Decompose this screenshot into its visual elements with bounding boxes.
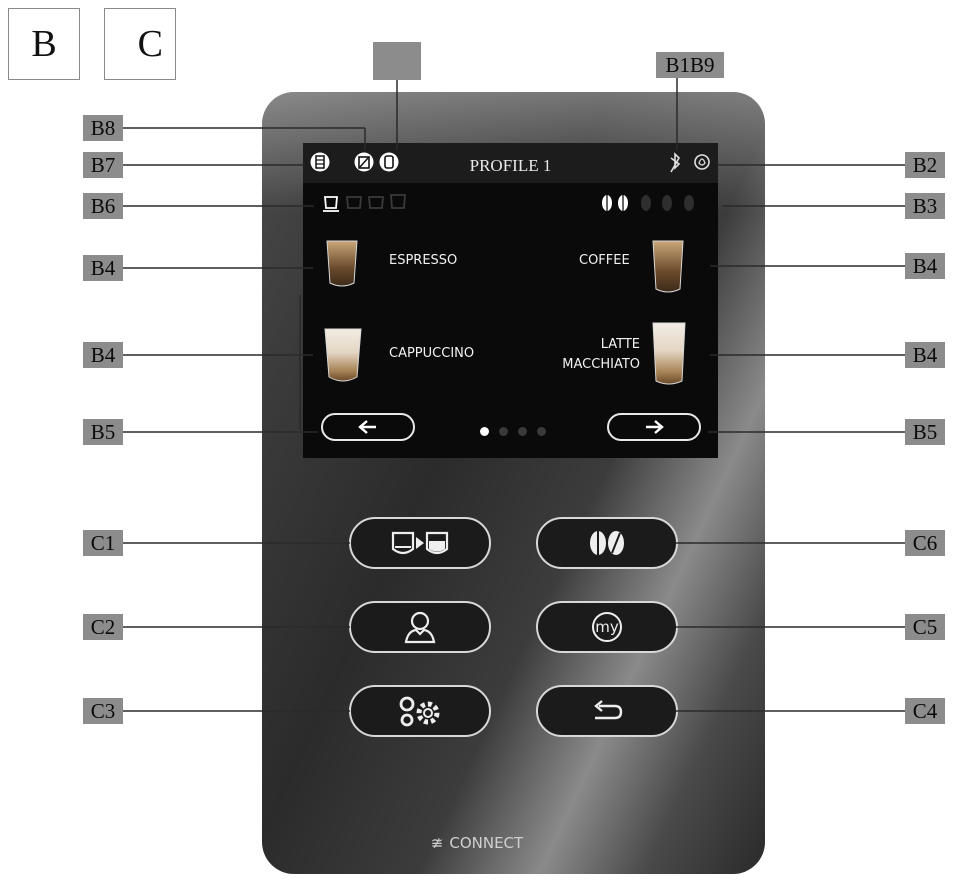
callout-c6: C6 — [905, 530, 945, 556]
drip-tray-icon — [354, 152, 374, 172]
callout-b3: B3 — [905, 193, 945, 219]
callout-c2: C2 — [83, 614, 123, 640]
callout-b4-left-bottom: B4 — [83, 342, 123, 368]
callout-b1b9: B1B9 — [656, 52, 724, 78]
legend-c-label: C — [137, 23, 163, 65]
callout-c5: C5 — [905, 614, 945, 640]
unlabeled-callout-box — [373, 42, 421, 80]
settings-button[interactable] — [349, 685, 491, 737]
display-screen: PROFILE 1 — [303, 143, 718, 458]
espresso-glass-icon[interactable] — [326, 240, 358, 287]
status-bar: PROFILE 1 — [303, 143, 718, 183]
callout-b6: B6 — [83, 193, 123, 219]
aroma-button[interactable] — [536, 517, 678, 569]
legend-c-box: C — [104, 8, 176, 80]
callout-c1: C1 — [83, 530, 123, 556]
cup-size-2-icon[interactable] — [346, 196, 362, 209]
callout-c3: C3 — [83, 698, 123, 724]
callout-b2: B2 — [905, 152, 945, 178]
callout-b8: B8 — [83, 115, 123, 141]
grounds-container-icon — [379, 152, 399, 172]
callout-b4-right-bottom: B4 — [905, 342, 945, 368]
coffee-label[interactable]: COFFEE — [579, 253, 630, 268]
page-dot[interactable] — [499, 427, 508, 436]
beverage-glasses — [324, 240, 686, 385]
connect-label: ≇CONNECT — [430, 834, 524, 852]
energy-saving-icon — [694, 154, 710, 170]
callout-c4: C4 — [905, 698, 945, 724]
cup-to-cup-button[interactable] — [349, 517, 491, 569]
latte-macchiato-glass-icon[interactable] — [652, 322, 686, 385]
cup-size-4-icon[interactable] — [390, 194, 406, 209]
bluetooth-icon — [670, 152, 681, 173]
page-dot[interactable] — [480, 427, 489, 436]
my-icon: my — [592, 612, 622, 642]
coffee-beans-icon — [590, 531, 624, 555]
cup-to-cup-icon — [391, 531, 449, 555]
settings-gears-icon — [399, 696, 440, 727]
cappuccino-glass-icon[interactable] — [324, 328, 362, 382]
callout-b5-right: B5 — [905, 419, 945, 445]
latte-macchiato-label[interactable]: LATTE MACCHIATO — [558, 335, 640, 375]
latte-macchiato-label-line2: MACCHIATO — [562, 357, 640, 372]
cappuccino-label[interactable]: CAPPUCCINO — [389, 346, 475, 361]
water-tank-icon — [310, 152, 330, 172]
user-profile-button[interactable] — [349, 601, 491, 653]
arrow-right-icon — [646, 420, 664, 434]
back-button[interactable] — [536, 685, 678, 737]
profile-title: PROFILE 1 — [469, 156, 552, 175]
my-beverage-button[interactable]: my — [536, 601, 678, 653]
legend-b-label: B — [31, 23, 57, 65]
next-page-button[interactable] — [607, 413, 701, 441]
espresso-label[interactable]: ESPRESSO — [389, 253, 458, 268]
connect-text: CONNECT — [449, 834, 524, 852]
cup-size-3-icon[interactable] — [368, 196, 384, 209]
user-profile-icon — [404, 611, 436, 644]
page-dot[interactable] — [537, 427, 546, 436]
arrow-left-icon — [358, 420, 376, 434]
cup-size-1-icon[interactable] — [323, 196, 339, 212]
previous-page-button[interactable] — [321, 413, 415, 441]
my-icon-text: my — [595, 618, 619, 636]
page-dot[interactable] — [518, 427, 527, 436]
legend-b-box: B — [8, 8, 80, 80]
callout-b4-left-top: B4 — [83, 255, 123, 281]
callout-b5-left: B5 — [83, 419, 123, 445]
callout-b4-right-top: B4 — [905, 253, 945, 279]
coffee-glass-icon[interactable] — [652, 240, 684, 293]
aroma-level-icons[interactable] — [602, 195, 694, 211]
back-arrow-icon — [594, 700, 623, 720]
latte-macchiato-label-line1: LATTE — [600, 337, 640, 352]
callout-b7: B7 — [83, 152, 123, 178]
